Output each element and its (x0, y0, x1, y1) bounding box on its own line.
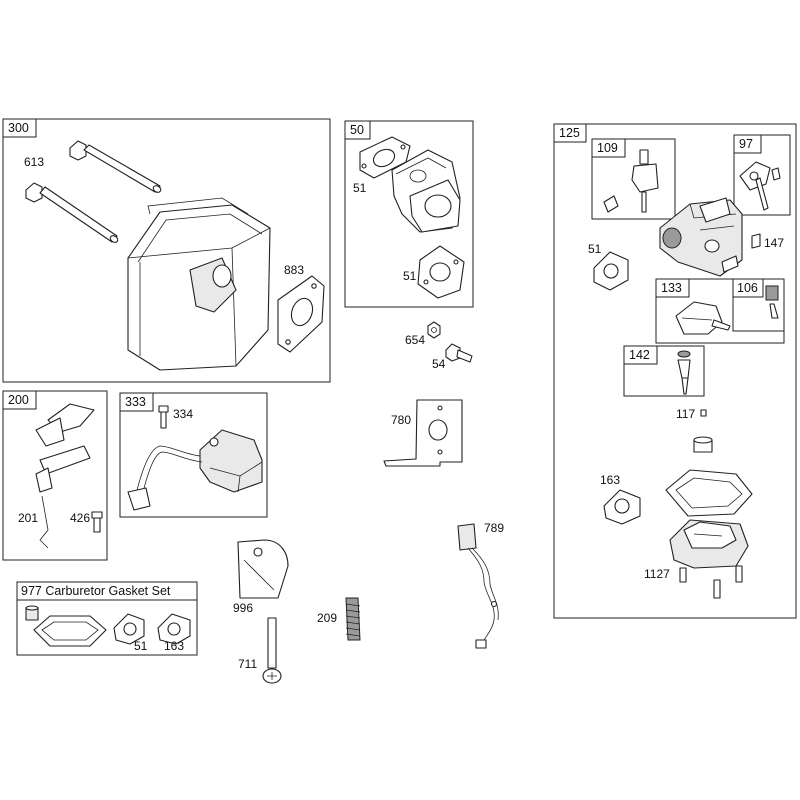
group-133[interactable]: 133 (655, 278, 785, 344)
gasket-set-bowl-gasket[interactable] (33, 615, 107, 647)
group-109-label: 109 (597, 141, 618, 155)
group-50-label: 50 (350, 123, 364, 137)
group-125-label: 125 (559, 126, 580, 140)
nut-654[interactable] (427, 321, 441, 339)
callout-117: 117 (676, 407, 695, 421)
group-200-label: 200 (8, 393, 29, 407)
intake-gasket-lower[interactable] (417, 245, 465, 299)
group-142[interactable]: 142 (623, 345, 705, 397)
group-333-frame (119, 392, 268, 518)
group-300-label: 300 (8, 121, 29, 135)
callout-426: 426 (70, 511, 90, 525)
ignition-coil[interactable] (127, 429, 263, 511)
callout-613: 613 (24, 155, 44, 169)
callout-54: 54 (432, 357, 446, 371)
bracket-780[interactable] (383, 399, 463, 467)
gasket-163-carb[interactable] (603, 489, 641, 525)
governor-lever[interactable] (35, 403, 95, 549)
callout-780: 780 (391, 413, 411, 427)
group-125-tab (553, 123, 587, 143)
callout-163-carb: 163 (600, 473, 620, 487)
muffler-body[interactable] (127, 197, 271, 371)
group-333-ignition[interactable]: 333 334 (119, 392, 268, 518)
group-300-tab (2, 118, 37, 138)
gasket-set-spacer[interactable] (25, 605, 39, 621)
spring-209[interactable] (345, 597, 361, 641)
group-333-tab (119, 392, 154, 412)
group-300-frame (2, 118, 331, 383)
callout-147: 147 (764, 236, 784, 250)
bolt-54[interactable] (445, 343, 473, 363)
bolt-613-lower[interactable] (25, 182, 119, 244)
group-200-tab (2, 390, 37, 410)
group-106-label: 106 (737, 281, 758, 295)
group-977-tab (16, 581, 198, 601)
callout-711: 711 (238, 657, 257, 671)
callout-654: 654 (405, 333, 425, 347)
group-333-label: 333 (125, 395, 146, 409)
intake-gasket-upper[interactable] (359, 136, 411, 179)
guard-996[interactable] (237, 539, 289, 599)
callout-996: 996 (233, 601, 253, 615)
callout-163-set: 163 (164, 639, 184, 653)
bolt-711[interactable] (262, 617, 282, 684)
jet-117[interactable] (700, 409, 707, 417)
callout-1127: 1127 (644, 567, 670, 581)
bolt-613-upper[interactable] (69, 140, 162, 194)
group-125-carburetor[interactable]: 125 109 97 (553, 123, 797, 619)
group-142-label: 142 (629, 348, 650, 362)
callout-789: 789 (484, 521, 504, 535)
screw-147[interactable] (751, 233, 761, 249)
group-50-frame (344, 120, 474, 308)
intake-elbow[interactable] (391, 149, 461, 233)
group-977-label: 977 Carburetor Gasket Set (21, 584, 171, 598)
group-97[interactable]: 97 (733, 134, 791, 216)
group-125-frame (553, 123, 797, 619)
carburetor-body[interactable] (659, 197, 743, 277)
group-109[interactable]: 109 (591, 138, 676, 220)
callout-334: 334 (173, 407, 193, 421)
bowl-spacer[interactable] (693, 436, 713, 453)
group-300-muffler[interactable]: 300 613 (2, 118, 331, 383)
carb-gasket-51[interactable] (593, 251, 629, 291)
float-bowl[interactable] (669, 519, 749, 569)
callout-51-intake-lower: 51 (403, 269, 417, 283)
gasket-883[interactable] (277, 275, 325, 353)
callout-201: 201 (18, 511, 38, 525)
harness-789[interactable] (457, 523, 499, 649)
group-200-linkage[interactable]: 200 201 426 (2, 390, 108, 561)
screw-426[interactable] (91, 511, 103, 533)
bowl-gasket[interactable] (665, 469, 753, 517)
screw-334[interactable] (158, 405, 169, 429)
gasket-set-163[interactable] (157, 613, 191, 645)
callout-209: 209 (317, 611, 337, 625)
callout-51-set: 51 (134, 639, 148, 653)
gasket-set-51[interactable] (113, 613, 145, 645)
group-977-gasket-set[interactable]: 977 Carburetor Gasket Set 51 163 (16, 581, 198, 656)
group-50-tab (344, 120, 371, 140)
group-200-frame (2, 390, 108, 561)
screws-1127[interactable] (679, 565, 743, 599)
group-133-label: 133 (661, 281, 682, 295)
callout-51-intake-upper: 51 (353, 181, 367, 195)
group-97-label: 97 (739, 137, 753, 151)
group-50-intake[interactable]: 50 51 51 (344, 120, 474, 308)
callout-883: 883 (284, 263, 304, 277)
callout-51-carb: 51 (588, 242, 602, 256)
group-106[interactable]: 106 (732, 278, 785, 332)
